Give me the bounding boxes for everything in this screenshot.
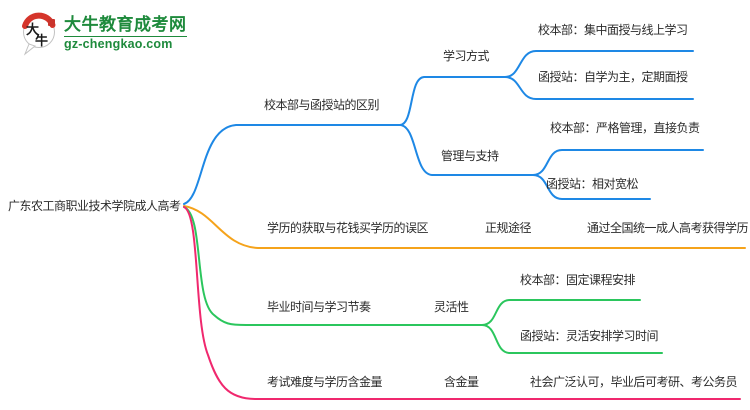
branch-2-label: 学历的获取与花钱买学历的误区 <box>267 221 429 235</box>
branch-1-child-1-leaf-1: 校本部：集中面授与线上学习 <box>538 23 688 37</box>
branch-1-child-2-leaf-2: 函授站：相对宽松 <box>546 177 639 191</box>
branch-3-path <box>183 206 663 354</box>
branch-1-child-2-leaf-1: 校本部：严格管理，直接负责 <box>550 121 700 135</box>
logo-title: 大牛教育成考网 <box>64 14 187 34</box>
branch-2-path <box>183 205 746 249</box>
branch-4-label: 考试难度与学历含金量 <box>267 375 383 389</box>
logo-subtitle: gz-chengkao.com <box>64 36 187 52</box>
branch-3-child-1-leaf-1: 校本部：固定课程安排 <box>520 273 636 287</box>
branch-2-child-1-leaf-1: 通过全国统一成人高考获得学历 <box>587 221 749 235</box>
root-node: 广东农工商职业技术学院成人高考 <box>8 199 181 213</box>
branch-1-path <box>183 50 704 205</box>
branch-1-child-2-label: 管理与支持 <box>441 149 499 163</box>
branch-3-child-1-leaf-2: 函授站：灵活安排学习时间 <box>520 329 659 343</box>
branch-3-child-1-label: 灵活性 <box>434 300 469 314</box>
svg-text:牛: 牛 <box>35 33 48 48</box>
daniu-bull-icon: 大 牛 <box>22 12 56 56</box>
site-logo: 大 牛 大牛教育成考网 gz-chengkao.com <box>20 12 187 56</box>
branch-3-label: 毕业时间与学习节奏 <box>267 300 371 314</box>
branch-2-child-1-label: 正规途径 <box>485 221 532 235</box>
branch-1-child-1-leaf-2: 函授站：自学为主，定期面授 <box>538 70 688 84</box>
branch-1-label: 校本部与函授站的区别 <box>264 98 380 112</box>
branch-1-child-1-label: 学习方式 <box>443 49 490 63</box>
logo-text: 大牛教育成考网 gz-chengkao.com <box>64 14 187 52</box>
branch-4-child-1-leaf-1: 社会广泛认可，毕业后可考研、考公务员 <box>530 375 738 389</box>
branch-4-path <box>183 206 741 400</box>
branch-4-child-1-label: 含金量 <box>444 375 479 389</box>
svg-text:大: 大 <box>26 22 39 37</box>
